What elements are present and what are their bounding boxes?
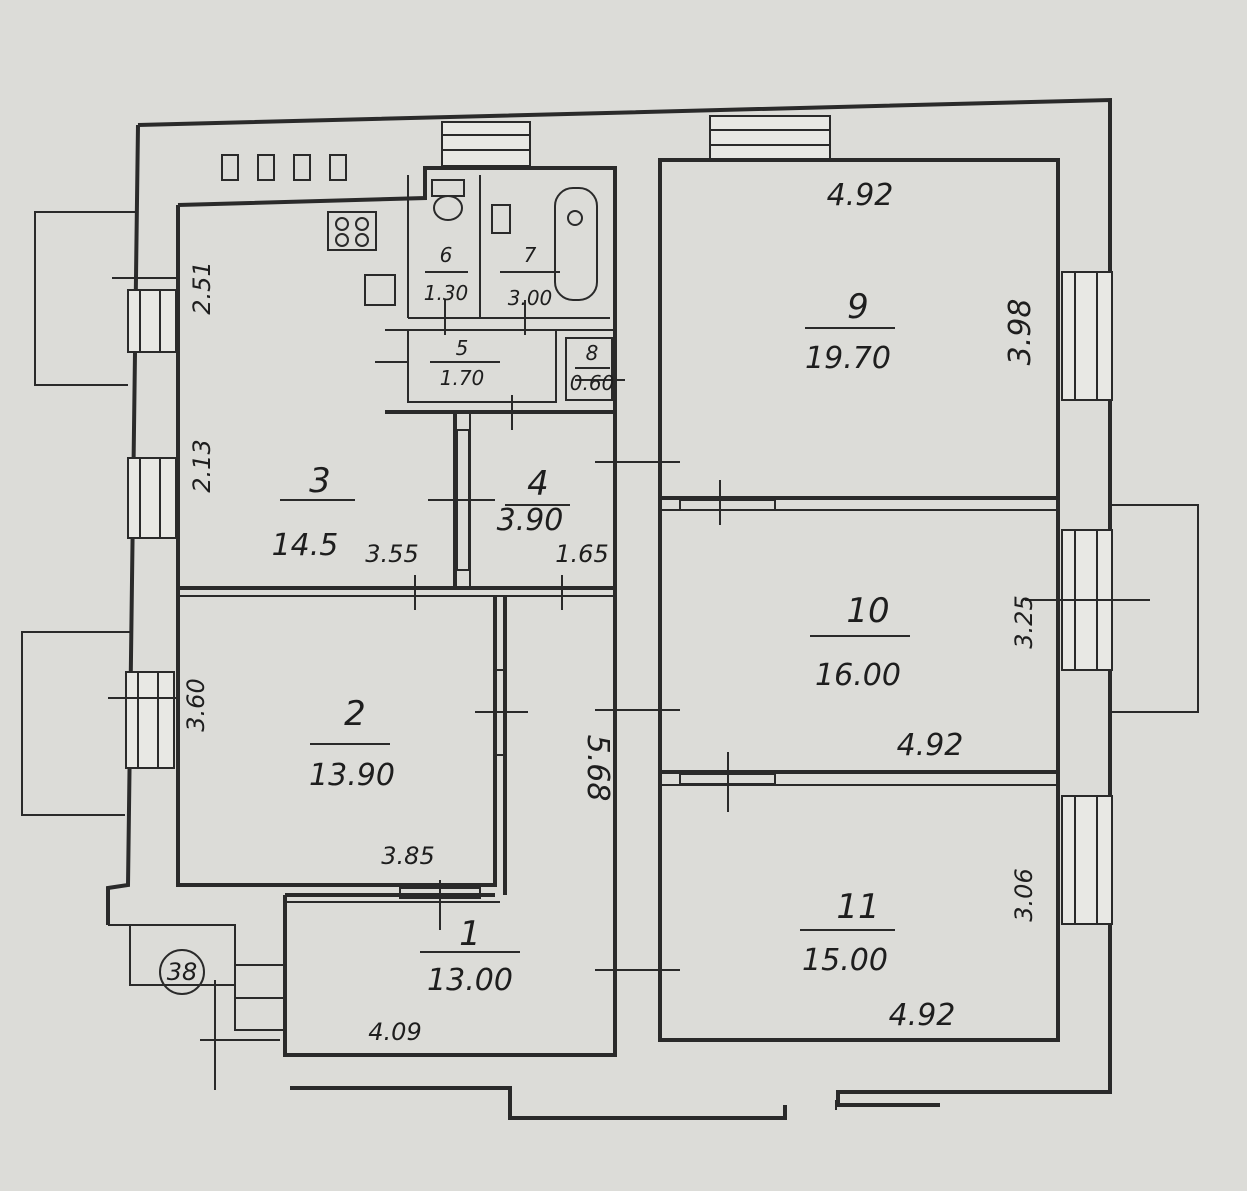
dim-room9-width: 4.92 bbox=[827, 178, 894, 213]
room-1-area: 13.00 bbox=[427, 963, 513, 998]
windows bbox=[125, 115, 1113, 925]
porches bbox=[21, 211, 1199, 816]
room-11-number: 11 bbox=[836, 887, 879, 927]
room-7-area: 3.00 bbox=[508, 286, 553, 310]
room-3-number: 3 bbox=[309, 461, 331, 501]
dim-room3-width: 3.55 bbox=[365, 540, 418, 568]
room-4-number: 4 bbox=[527, 464, 549, 504]
interior-walls bbox=[176, 158, 1060, 1057]
room-6-area: 1.30 bbox=[424, 281, 469, 305]
room-2-number: 2 bbox=[344, 694, 366, 734]
door-marks bbox=[108, 277, 1150, 1090]
chimney-icon: 38 bbox=[159, 949, 205, 995]
room-4-area: 3.90 bbox=[497, 503, 564, 538]
dim-room9-depth: 3.98 bbox=[1003, 299, 1038, 366]
dim-room2-width: 3.85 bbox=[381, 842, 434, 870]
dim-room1-width: 4.09 bbox=[368, 1018, 421, 1046]
room-9-area: 19.70 bbox=[805, 341, 891, 376]
room-1-number: 1 bbox=[459, 914, 481, 954]
room-8-area: 0.60 bbox=[570, 371, 615, 395]
radiator-icon bbox=[257, 154, 275, 181]
dim-room3-depth-bottom: 2.13 bbox=[188, 439, 216, 492]
dim-room10-depth: 3.25 bbox=[1010, 595, 1038, 648]
dimension-labels: 4.92 3.98 4.92 3.25 4.92 3.06 2.51 2.13 … bbox=[182, 178, 1038, 1046]
dim-room10-width: 4.92 bbox=[897, 728, 964, 763]
room-5-area: 1.70 bbox=[440, 366, 485, 390]
radiator-icon bbox=[329, 154, 347, 181]
room-10-number: 10 bbox=[846, 591, 889, 631]
dim-room4-width: 1.65 bbox=[555, 540, 608, 568]
room-9-number: 9 bbox=[847, 287, 869, 327]
room-10-area: 16.00 bbox=[815, 658, 901, 693]
room-3-area: 14.5 bbox=[272, 528, 339, 563]
dim-room11-width: 4.92 bbox=[889, 998, 956, 1033]
chimney-label: 38 bbox=[167, 958, 198, 986]
room-7-number: 7 bbox=[524, 243, 537, 267]
radiator-icon bbox=[221, 154, 239, 181]
dim-room3-depth-top: 2.51 bbox=[188, 261, 216, 314]
sink-icon bbox=[364, 274, 396, 306]
dim-corridor-length: 5.68 bbox=[580, 735, 615, 802]
room-labels: 1 13.00 2 13.90 3 14.5 4 3.90 5 1.70 6 1… bbox=[272, 243, 910, 998]
fixtures: 38 bbox=[159, 154, 598, 995]
room-5-number: 5 bbox=[456, 336, 469, 360]
radiator-icon bbox=[293, 154, 311, 181]
dim-room2-depth: 3.60 bbox=[182, 678, 210, 731]
hatched-partitions bbox=[399, 429, 776, 899]
room-2-area: 13.90 bbox=[309, 758, 395, 793]
stove-icon bbox=[327, 211, 377, 251]
dim-room11-depth: 3.06 bbox=[1010, 868, 1038, 921]
room-11-area: 15.00 bbox=[802, 943, 888, 978]
room-8-number: 8 bbox=[586, 341, 599, 365]
room-6-number: 6 bbox=[440, 243, 453, 267]
washbasin-icon bbox=[491, 204, 511, 234]
bathtub-icon bbox=[554, 187, 598, 301]
toilet-icon bbox=[431, 179, 465, 221]
